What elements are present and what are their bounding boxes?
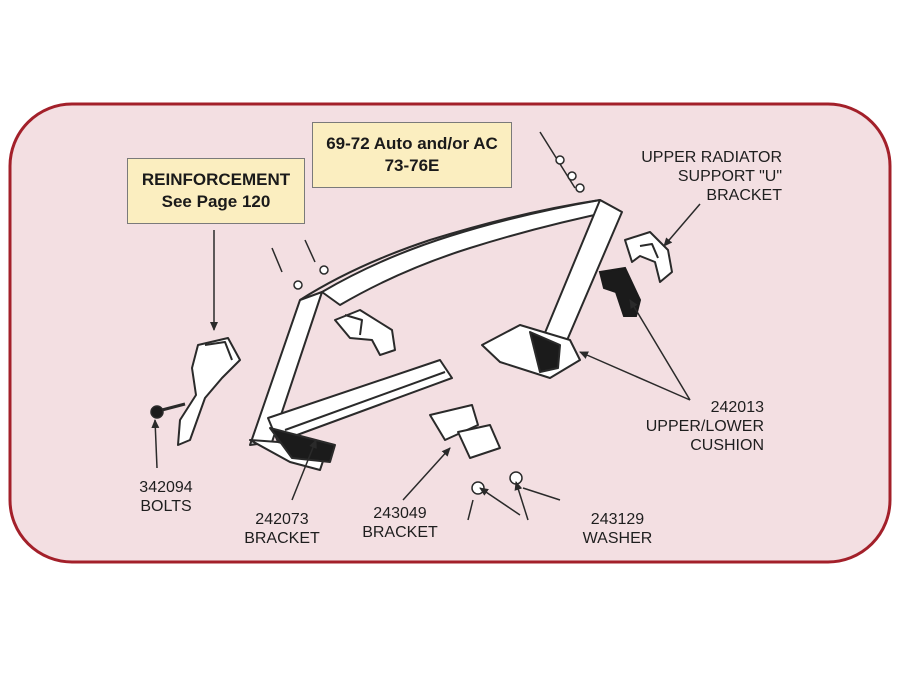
right-lower-mount (481, 324, 581, 379)
cushion-line3: CUSHION (690, 437, 764, 454)
bracket-243049 (429, 404, 501, 459)
bracket-242073-name: BRACKET (244, 530, 320, 547)
upper-radiator-line2: SUPPORT "U" (677, 168, 782, 185)
reinforcement-callout: REINFORCEMENT See Page 120 (127, 158, 305, 224)
frame-upper-bracket (334, 309, 396, 356)
label-cushion: 242013 UPPER/LOWER CUSHION (624, 398, 764, 455)
reinforcement-title: REINFORCEMENT (141, 170, 291, 189)
radiator-support-frame (249, 199, 623, 471)
bracket-242073-part-number: 242073 (255, 511, 309, 528)
washer-part-number: 243129 (590, 511, 645, 528)
bolts-name: BOLTS (140, 498, 192, 515)
upper-left-fasteners (271, 239, 329, 290)
bracket-243049-name: BRACKET (362, 524, 438, 541)
auto-ac-line1: 69-72 Auto and/or AC (326, 134, 498, 153)
upper-u-bracket (624, 231, 673, 283)
label-bracket-243049: 243049 BRACKET (350, 504, 450, 542)
bolts-part-number: 342094 (139, 479, 193, 496)
cushion-line2: UPPER/LOWER (645, 418, 764, 435)
washer-name: WASHER (582, 530, 653, 547)
leader-lines (151, 203, 701, 521)
auto-ac-line2: 73-76E (384, 156, 440, 175)
label-upper-radiator-bracket: UPPER RADIATOR SUPPORT "U" BRACKET (616, 148, 782, 205)
label-bracket-242073: 242073 BRACKET (232, 510, 332, 548)
upper-radiator-line3: BRACKET (706, 187, 782, 204)
upper-right-fasteners (539, 131, 585, 193)
bolt-342094 (150, 402, 186, 419)
reinforcement-bracket (177, 337, 241, 446)
label-washer: 243129 WASHER (570, 510, 665, 548)
label-bolts: 342094 BOLTS (126, 478, 206, 516)
reinforcement-page-ref: See Page 120 (161, 192, 271, 211)
bracket-243049-part-number: 243049 (373, 505, 427, 522)
auto-ac-callout: 69-72 Auto and/or AC 73-76E (312, 122, 512, 188)
cushion-part-number: 242013 (710, 399, 764, 416)
upper-radiator-line1: UPPER RADIATOR (641, 149, 782, 166)
